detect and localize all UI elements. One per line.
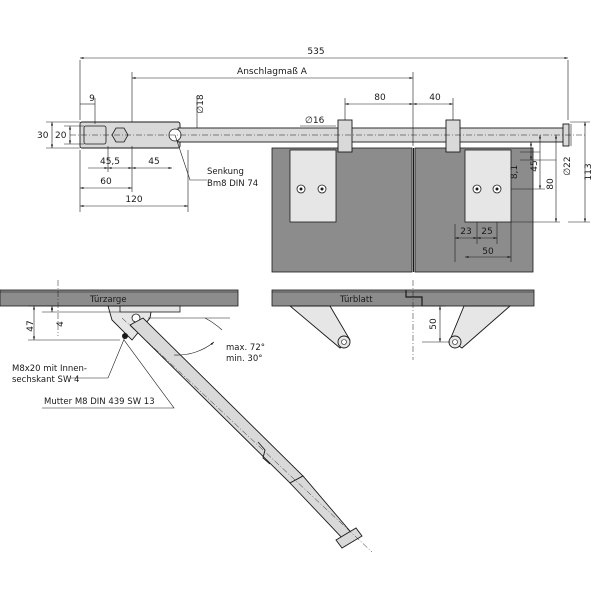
stay-rod-angled [121, 317, 373, 553]
svg-text:max. 72°: max. 72° [226, 343, 265, 353]
svg-text:9: 9 [89, 94, 95, 104]
stay-rod-top [70, 119, 585, 153]
dimension-60: 60 [79, 150, 133, 212]
svg-text:60: 60 [100, 177, 112, 187]
dimension-80-40: 80 40 [344, 93, 454, 120]
svg-text:Mutter M8 DIN 439 SW 13: Mutter M8 DIN 439 SW 13 [44, 397, 155, 407]
dimension-stop: Anschlagmaß A [131, 67, 414, 146]
hinge-plate-left [288, 305, 351, 349]
label-turblatt: Türblatt [339, 295, 373, 305]
svg-text:4: 4 [56, 321, 66, 327]
screw-callout: M8x20 mit Innen- sechskant SW 4 [12, 336, 126, 385]
door-leaf-band [271, 289, 535, 307]
svg-text:80: 80 [374, 93, 386, 103]
svg-text:Bm8 DIN 74: Bm8 DIN 74 [207, 179, 258, 189]
svg-text:min. 30°: min. 30° [226, 354, 263, 364]
dimension-47-4: 47 4 [26, 305, 120, 341]
svg-text:23: 23 [460, 227, 471, 237]
nut-callout: Mutter M8 DIN 439 SW 13 [42, 339, 175, 409]
svg-text:80: 80 [546, 178, 556, 190]
hinge-bracket-left [107, 305, 181, 341]
svg-text:45: 45 [148, 157, 159, 167]
angle-annotation: max. 72° min. 30° [148, 317, 265, 364]
svg-text:50: 50 [429, 318, 439, 330]
svg-text:47: 47 [26, 320, 36, 331]
svg-text:25: 25 [481, 227, 492, 237]
svg-text:45,5: 45,5 [100, 157, 120, 167]
svg-text:sechskant SW 4: sechskant SW 4 [12, 375, 79, 385]
dim-535-label: 535 [307, 47, 324, 57]
svg-text:20: 20 [55, 131, 67, 141]
svg-text:30: 30 [37, 131, 49, 141]
svg-text:40: 40 [429, 93, 441, 103]
dimension-overall-535: 535 [79, 47, 569, 120]
dimension-120: 120 [80, 150, 189, 212]
dimension-23-25-50: 23 25 50 [454, 222, 512, 262]
svg-text:∅16: ∅16 [305, 116, 325, 126]
bracket-left [289, 149, 337, 223]
dimension-9: 9 [80, 94, 96, 124]
svg-text:8,1: 8,1 [510, 165, 520, 179]
svg-text:M8x20 mit Innen-: M8x20 mit Innen- [12, 364, 87, 374]
dim-stop-label: Anschlagmaß A [237, 67, 308, 77]
svg-text:45: 45 [530, 160, 540, 171]
dimension-d18: ∅18 [196, 94, 206, 128]
dimension-right-vertical: 8,1 45 80 ∅22 113 [510, 121, 594, 223]
svg-text:∅22: ∅22 [563, 156, 573, 175]
label-turzarge: Türzarge [89, 295, 127, 305]
dimension-50-vertical: 50 [422, 305, 450, 343]
dimension-45-5-45: 45,5 45 [88, 146, 172, 172]
svg-text:50: 50 [482, 247, 494, 257]
svg-text:∅18: ∅18 [196, 94, 206, 114]
svg-text:113: 113 [584, 163, 594, 180]
hinge-plate-right [448, 305, 512, 349]
door-leaf-section: Türblatt [271, 280, 535, 360]
dimension-d16: ∅16 [300, 116, 336, 127]
svg-text:120: 120 [125, 195, 142, 205]
senkung-callout: Senkung Bm8 DIN 74 [174, 134, 258, 189]
bracket-right [464, 149, 512, 223]
svg-text:Senkung: Senkung [207, 167, 244, 177]
dimension-30-20: 30 20 [37, 121, 84, 149]
door-frame-section: Türzarge [0, 280, 239, 336]
